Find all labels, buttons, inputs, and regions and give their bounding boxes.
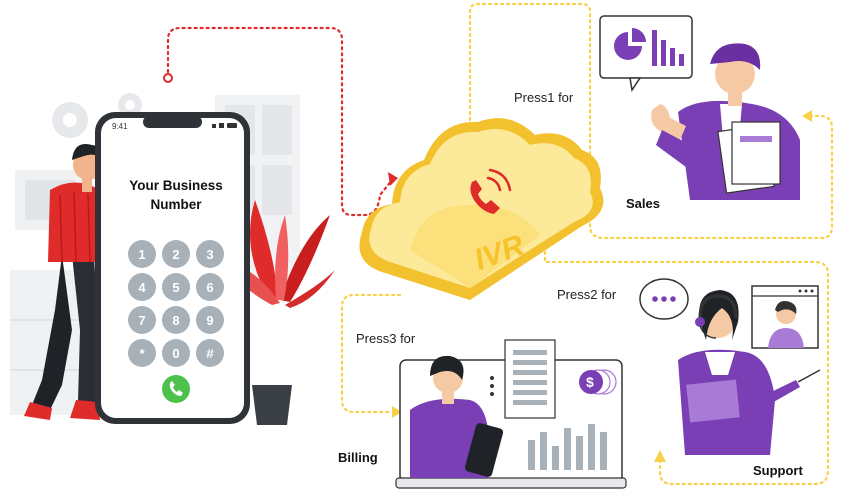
keypad-key: 9 — [196, 306, 224, 334]
sales-prompt: Press1 for — [514, 90, 574, 105]
support-person-illustration — [678, 290, 821, 455]
keypad-key: 7 — [128, 306, 156, 334]
billing-prompt: Press3 for — [356, 331, 416, 346]
arrowhead-cloud — [388, 172, 398, 186]
billing-bar-chart — [528, 424, 607, 470]
arrowhead-billing — [392, 406, 402, 418]
keypad-key: 4 — [128, 273, 156, 301]
business-number-title: Your Business Number — [112, 176, 240, 214]
keypad-key: 3 — [196, 240, 224, 268]
sales-chart-bubble — [599, 15, 693, 92]
connector-to-billing — [340, 293, 402, 414]
support-prompt: Press2 for — [557, 287, 617, 302]
connector-start-dot — [163, 73, 173, 83]
support-label: Support — [753, 463, 803, 478]
keypad-key: 2 — [162, 240, 190, 268]
sales-person-illustration — [651, 43, 800, 200]
keypad-key: # — [196, 339, 224, 367]
ivr-cloud — [359, 118, 604, 300]
call-button — [162, 375, 190, 403]
arrowhead-support — [654, 450, 666, 462]
keypad-key: 6 — [196, 273, 224, 301]
keypad-key: 1 — [128, 240, 156, 268]
billing-label: Billing — [338, 450, 378, 465]
coins-icon: $ — [579, 369, 617, 395]
receipt — [504, 339, 556, 419]
keypad-key: 8 — [162, 306, 190, 334]
phone-ring-icon — [470, 168, 512, 214]
billing-person-illustration — [410, 355, 504, 478]
svg-text:$: $ — [586, 374, 594, 390]
keypad-key: 5 — [162, 273, 190, 301]
keypad-key: 0 — [162, 339, 190, 367]
arrowhead-sales — [802, 110, 812, 122]
chat-bubble — [639, 278, 689, 320]
connector-cloud-to-sales-top — [468, 2, 834, 240]
connector-cloud-to-support — [543, 250, 830, 486]
business-number-line2: Number — [150, 197, 202, 212]
keypad-key: * — [128, 339, 156, 367]
svg-text:9:41: 9:41 — [112, 122, 128, 131]
business-number-line1: Your Business — [129, 178, 223, 193]
video-call-window — [751, 285, 819, 349]
sales-label: Sales — [626, 196, 660, 211]
